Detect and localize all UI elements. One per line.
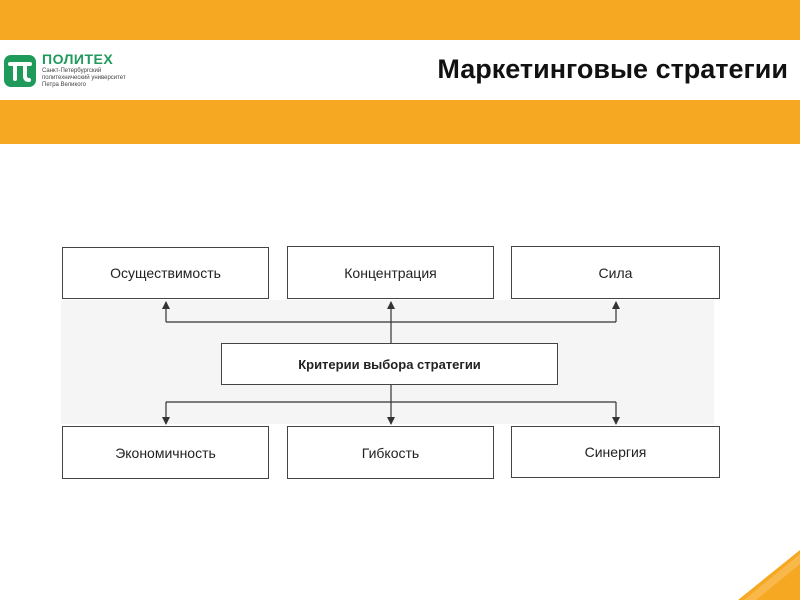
header-bar	[0, 40, 800, 100]
criterion-box-synergy: Синергия	[511, 426, 720, 478]
page-title: Маркетинговые стратегии	[437, 54, 788, 84]
logo: ПОЛИТЕХ Санкт-Петербургский политехничес…	[4, 52, 154, 92]
logo-subtitle-line: Санкт-Петербургский	[42, 68, 102, 74]
corner-decoration	[738, 550, 800, 600]
center-box-strategy-criteria: Критерии выбора стратегии	[221, 343, 558, 385]
logo-subtitle-line: Петра Великого	[42, 82, 86, 88]
criterion-box-feasibility: Осуществимость	[62, 247, 269, 299]
criterion-box-flexibility: Гибкость	[287, 426, 494, 479]
criterion-box-economy: Экономичность	[62, 426, 269, 479]
criterion-box-concentration: Концентрация	[287, 246, 494, 299]
logo-subtitle-line: политехнический университет	[42, 75, 126, 81]
logo-subtitle: Санкт-Петербургский политехнический унив…	[42, 68, 126, 89]
bottom-accent-band	[0, 100, 800, 144]
criterion-box-strength: Сила	[511, 246, 720, 299]
logo-name: ПОЛИТЕХ	[42, 51, 114, 67]
polytech-logo-icon	[4, 55, 36, 87]
top-accent-band	[0, 0, 800, 40]
